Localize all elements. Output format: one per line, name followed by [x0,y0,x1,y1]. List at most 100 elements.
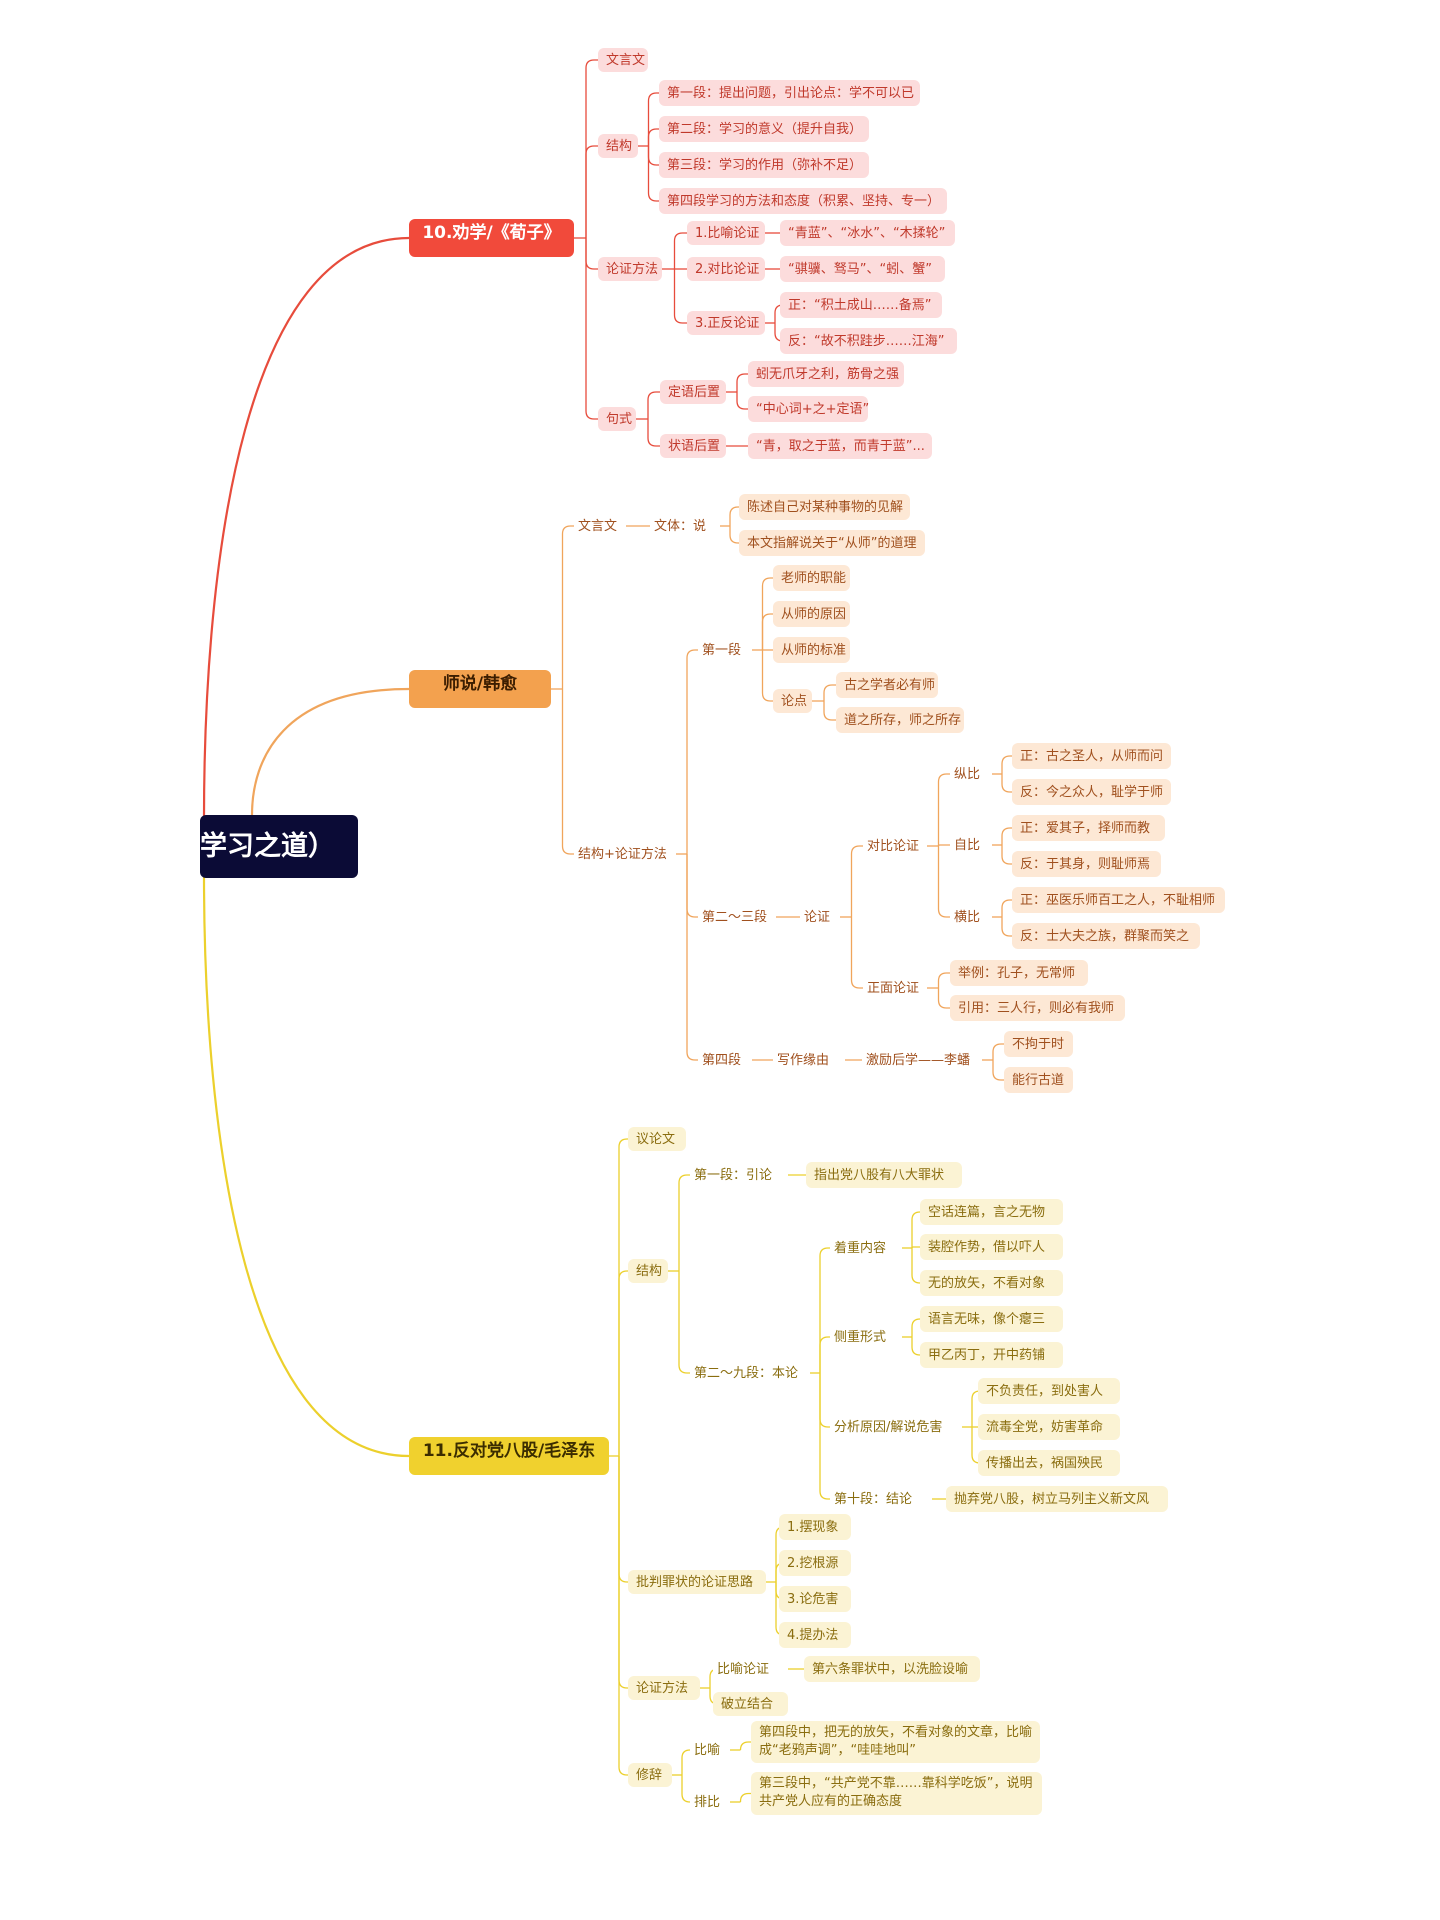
mind-map-leaf-node[interactable]: 正：爱其子，择师而教 [1012,815,1165,841]
mind-map-leaf-node[interactable]: 2.挖根源 [779,1550,851,1576]
mind-map-leaf-node[interactable]: 4.提办法 [779,1622,851,1648]
mind-map-topic-node[interactable]: 第二～三段 [698,905,776,929]
mind-map-leaf-node[interactable]: 正：古之圣人，从师而问 [1012,743,1171,769]
mind-map-topic-node[interactable]: 定语后置 [660,380,726,404]
central-topic[interactable]: 学习之道） [200,815,358,878]
mind-map-topic-node[interactable]: 2.对比论证 [687,257,765,281]
mind-map-topic-node[interactable]: 着重内容 [830,1236,902,1260]
mind-map-topic-node[interactable]: 比喻论证 [713,1657,788,1681]
mind-map-topic-node[interactable]: 3.正反论证 [687,311,765,335]
mind-map-topic-node[interactable]: 排比 [690,1790,730,1814]
mind-map-leaf-node[interactable]: 不负责任，到处害人 [978,1378,1120,1404]
mind-map-leaf-node[interactable]: 文言文 [598,48,648,72]
mind-map-leaf-node[interactable]: 古之学者必有师 [836,672,938,698]
mind-map-topic-node[interactable]: 写作缘由 [773,1048,845,1072]
mind-map-leaf-node[interactable]: 第一段：提出问题，引出论点：学不可以已 [659,80,920,106]
mind-map-topic-node[interactable]: 第一段：引论 [690,1163,788,1187]
mind-map-leaf-node[interactable]: 流毒全党，妨害革命 [978,1414,1120,1440]
mind-map-leaf-node[interactable]: 第二段：学习的意义（提升自我） [659,116,869,142]
mind-map-leaf-node[interactable]: 从师的原因 [773,601,850,627]
mind-map-topic-node[interactable]: 第四段 [698,1048,752,1072]
mind-map-topic-node[interactable]: 结构+论证方法 [574,842,676,866]
mind-map-topic-node[interactable]: 结构 [628,1259,668,1283]
connector-line [911,1248,921,1284]
mind-map-leaf-node[interactable]: 引用：三人行，则必有我师 [950,995,1125,1021]
mind-map-topic-node[interactable]: 论点 [773,689,812,713]
mind-map-leaf-node[interactable]: “青，取之于蓝，而青于蓝”... [748,433,932,459]
mind-map-topic-node[interactable]: 文言文 [574,514,626,538]
branch-quanxue[interactable]: 10.劝学/《荀子》 [409,219,574,257]
mind-map-leaf-node[interactable]: 第四段中，把无的放矢，不看对象的文章，比喻成“老鸦声调”，“哇哇地叫” [751,1721,1040,1763]
mind-map-topic-node[interactable]: 正面论证 [863,976,927,1000]
mind-map-topic-node[interactable]: 1.比喻论证 [687,221,765,245]
mind-map-leaf-node[interactable]: 第六条罪状中，以洗脸设喻 [804,1656,980,1682]
connector-line [739,1792,751,1802]
mind-map-leaf-node[interactable]: 甲乙丙丁，开中药铺 [920,1342,1063,1368]
connector-line [823,701,836,721]
branch-fandui-dangbagu[interactable]: 11.反对党八股/毛泽东 [409,1437,609,1475]
mind-map-topic-node[interactable]: 侧重形式 [830,1325,902,1349]
mind-map-leaf-node[interactable]: 传播出去，祸国殃民 [978,1450,1120,1476]
mind-map-leaf-node[interactable]: 破立结合 [713,1692,788,1716]
mind-map-topic-node[interactable]: 自比 [950,833,992,857]
mind-map-topic-node[interactable]: 分析原因/解说危害 [830,1415,962,1439]
connector-line [1001,845,1012,865]
mind-map-topic-node[interactable]: 横比 [950,905,992,929]
mind-map-leaf-node[interactable]: 举例：孔子，无常师 [950,960,1088,986]
mind-map-leaf-node[interactable]: 道之所存，师之所存 [836,707,964,733]
mind-map-topic-node[interactable]: 比喻 [690,1738,730,1762]
branch-shishuo[interactable]: 师说/韩愈 [409,670,551,708]
mind-map-topic-node[interactable]: 文体：说 [650,514,720,538]
mind-map-leaf-node[interactable]: 指出党八股有八大罪状 [806,1162,962,1188]
mind-map-leaf-node[interactable]: 不拘于时 [1004,1031,1073,1057]
connector-line [1001,774,1012,793]
mind-map-leaf-node[interactable]: 第三段中，“共产党不靠……靠科学吃饭”，说明共产党人应有的正确态度 [751,1772,1042,1815]
mind-map-topic-node[interactable]: 对比论证 [863,834,927,858]
mind-map-leaf-node[interactable]: 反：“故不积跬步……江海” [780,328,957,354]
connector-line [673,269,687,324]
mind-map-leaf-node[interactable]: 陈述自己对某种事物的见解 [739,494,910,520]
mind-map-leaf-node[interactable]: “中心词+之+定语” [748,396,869,422]
mind-map-topic-node[interactable]: 批判罪状的论证思路 [628,1570,766,1594]
mind-map-leaf-node[interactable]: 抛弃党八股，树立马列主义新文风 [946,1486,1168,1512]
mind-map-topic-node[interactable]: 第一段 [698,638,752,662]
mind-map-leaf-node[interactable]: 无的放矢，不看对象 [920,1270,1063,1296]
mind-map-topic-node[interactable]: 第十段：结论 [830,1487,932,1511]
mind-map-leaf-node[interactable]: 装腔作势，借以吓人 [920,1234,1063,1260]
mind-map-leaf-node[interactable]: 反：于其身，则耻师焉 [1012,851,1161,877]
mind-map-leaf-node[interactable]: 1.摆现象 [779,1514,851,1540]
mind-map-leaf-node[interactable]: 3.论危害 [779,1586,851,1612]
mind-map-topic-node[interactable]: 句式 [598,407,636,431]
mind-map-topic-node[interactable]: 第二～九段：本论 [690,1361,810,1385]
mind-map-topic-node[interactable]: 修辞 [628,1763,672,1787]
mind-map-leaf-node[interactable]: 第四段学习的方法和态度（积累、坚持、专一） [659,188,947,214]
mind-map-leaf-node[interactable]: 从师的标准 [773,637,850,663]
connector-line [618,1270,628,1456]
mind-map-leaf-node[interactable]: 反：今之众人，耻学于师 [1012,779,1171,805]
mind-map-leaf-node[interactable]: “青蓝”、“冰水”、“木揉轮” [780,220,955,246]
connector-line [911,1211,921,1248]
connector-line [736,373,748,392]
connector-line [681,1749,691,1775]
mind-map-leaf-node[interactable]: 正：“积土成山……备焉” [780,292,942,318]
mind-map-leaf-node[interactable]: 第三段：学习的作用（弥补不足） [659,152,869,178]
mind-map-topic-node[interactable]: 论证方法 [598,257,662,281]
mind-map-leaf-node[interactable]: “骐骥、驽马”、“蚓、蟹” [780,256,945,282]
mind-map-leaf-node[interactable]: 本文指解说关于“从师”的道理 [739,530,925,556]
mind-map-topic-node[interactable]: 论证 [800,905,840,929]
mind-map-topic-node[interactable]: 状语后置 [660,434,726,458]
mind-map-topic-node[interactable]: 激励后学——李蟠 [862,1048,982,1072]
mind-map-topic-node[interactable]: 纵比 [950,762,992,786]
mind-map-leaf-node[interactable]: 蚓无爪牙之利，筋骨之强 [748,361,904,387]
mind-map-topic-node[interactable]: 结构 [598,134,638,158]
mind-map-leaf-node[interactable]: 空话连篇，言之无物 [920,1199,1063,1225]
mind-map-leaf-node[interactable]: 正：巫医乐师百工之人，不耻相师 [1012,887,1225,913]
mind-map-leaf-node[interactable]: 议论文 [628,1127,686,1151]
mind-map-leaf-node[interactable]: 能行古道 [1004,1067,1073,1093]
mind-map-leaf-node[interactable]: 语言无味，像个瘪三 [920,1306,1063,1332]
mind-map-topic-node[interactable]: 论证方法 [628,1676,700,1700]
mind-map-leaf-node[interactable]: 反：士大夫之族，群聚而笑之 [1012,923,1200,949]
mind-map-leaf-node[interactable]: 老师的职能 [773,565,850,591]
